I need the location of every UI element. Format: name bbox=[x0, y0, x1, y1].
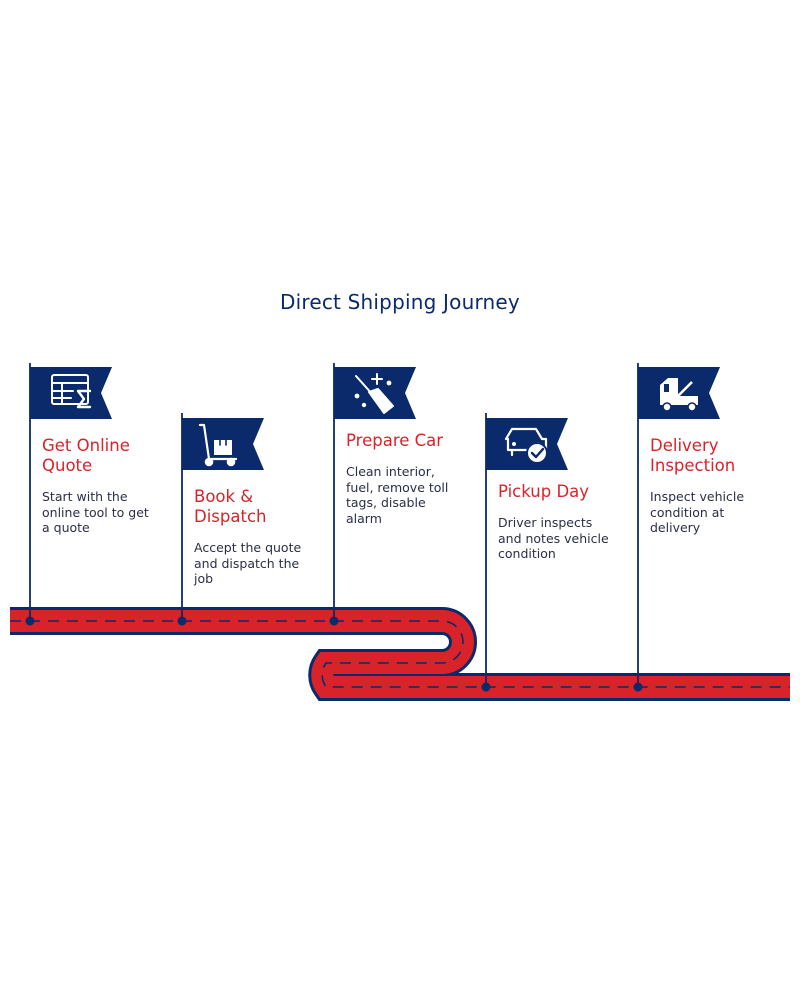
step-3-flag bbox=[329, 363, 416, 626]
road-marker bbox=[177, 616, 187, 626]
step-description: Inspect vehicle condition at delivery bbox=[650, 489, 745, 535]
road-marker bbox=[329, 616, 339, 626]
step-title: Pickup Day bbox=[498, 482, 590, 501]
step-description: Accept the quote and dispatch the job bbox=[194, 540, 302, 586]
hand-truck-icon bbox=[198, 423, 238, 467]
step-description: Driver inspects and notes vehicle condit… bbox=[498, 515, 609, 561]
spreadsheet-formula-icon bbox=[51, 374, 92, 409]
broom-sparkle-icon bbox=[354, 373, 394, 414]
step-description: Start with the online tool to get a quot… bbox=[42, 489, 149, 535]
road-center-dashes bbox=[10, 620, 790, 688]
flag-banner bbox=[30, 367, 112, 419]
step-3: Prepare Car Clean interior, fuel, remove… bbox=[346, 431, 476, 526]
road-marker bbox=[481, 682, 491, 692]
step-title: Book & Dispatch bbox=[194, 487, 267, 526]
road-marker bbox=[633, 682, 643, 692]
diagram-title: Direct Shipping Journey bbox=[280, 290, 520, 314]
step-5-flag bbox=[633, 363, 720, 692]
road-marker bbox=[25, 616, 35, 626]
step-5: Delivery Inspection Inspect vehicle cond… bbox=[650, 436, 780, 536]
step-2: Book & Dispatch Accept the quote and dis… bbox=[194, 487, 324, 587]
step-4: Pickup Day Driver inspects and notes veh… bbox=[498, 482, 628, 562]
road bbox=[10, 607, 790, 701]
flag-banner bbox=[486, 418, 568, 470]
step-title: Get Online Quote bbox=[42, 436, 130, 475]
step-4-flag bbox=[481, 413, 568, 692]
car-check-icon bbox=[504, 427, 548, 464]
step-title: Delivery Inspection bbox=[650, 436, 736, 475]
step-title: Prepare Car bbox=[346, 431, 444, 450]
step-2-flag bbox=[177, 413, 264, 626]
step-description: Clean interior, fuel, remove toll tags, … bbox=[346, 464, 449, 526]
road-surface bbox=[10, 610, 790, 698]
step-1-flag bbox=[25, 363, 112, 626]
tow-truck-icon bbox=[660, 378, 698, 412]
step-1: Get Online Quote Start with the online t… bbox=[42, 436, 172, 536]
flag-banner bbox=[638, 367, 720, 419]
